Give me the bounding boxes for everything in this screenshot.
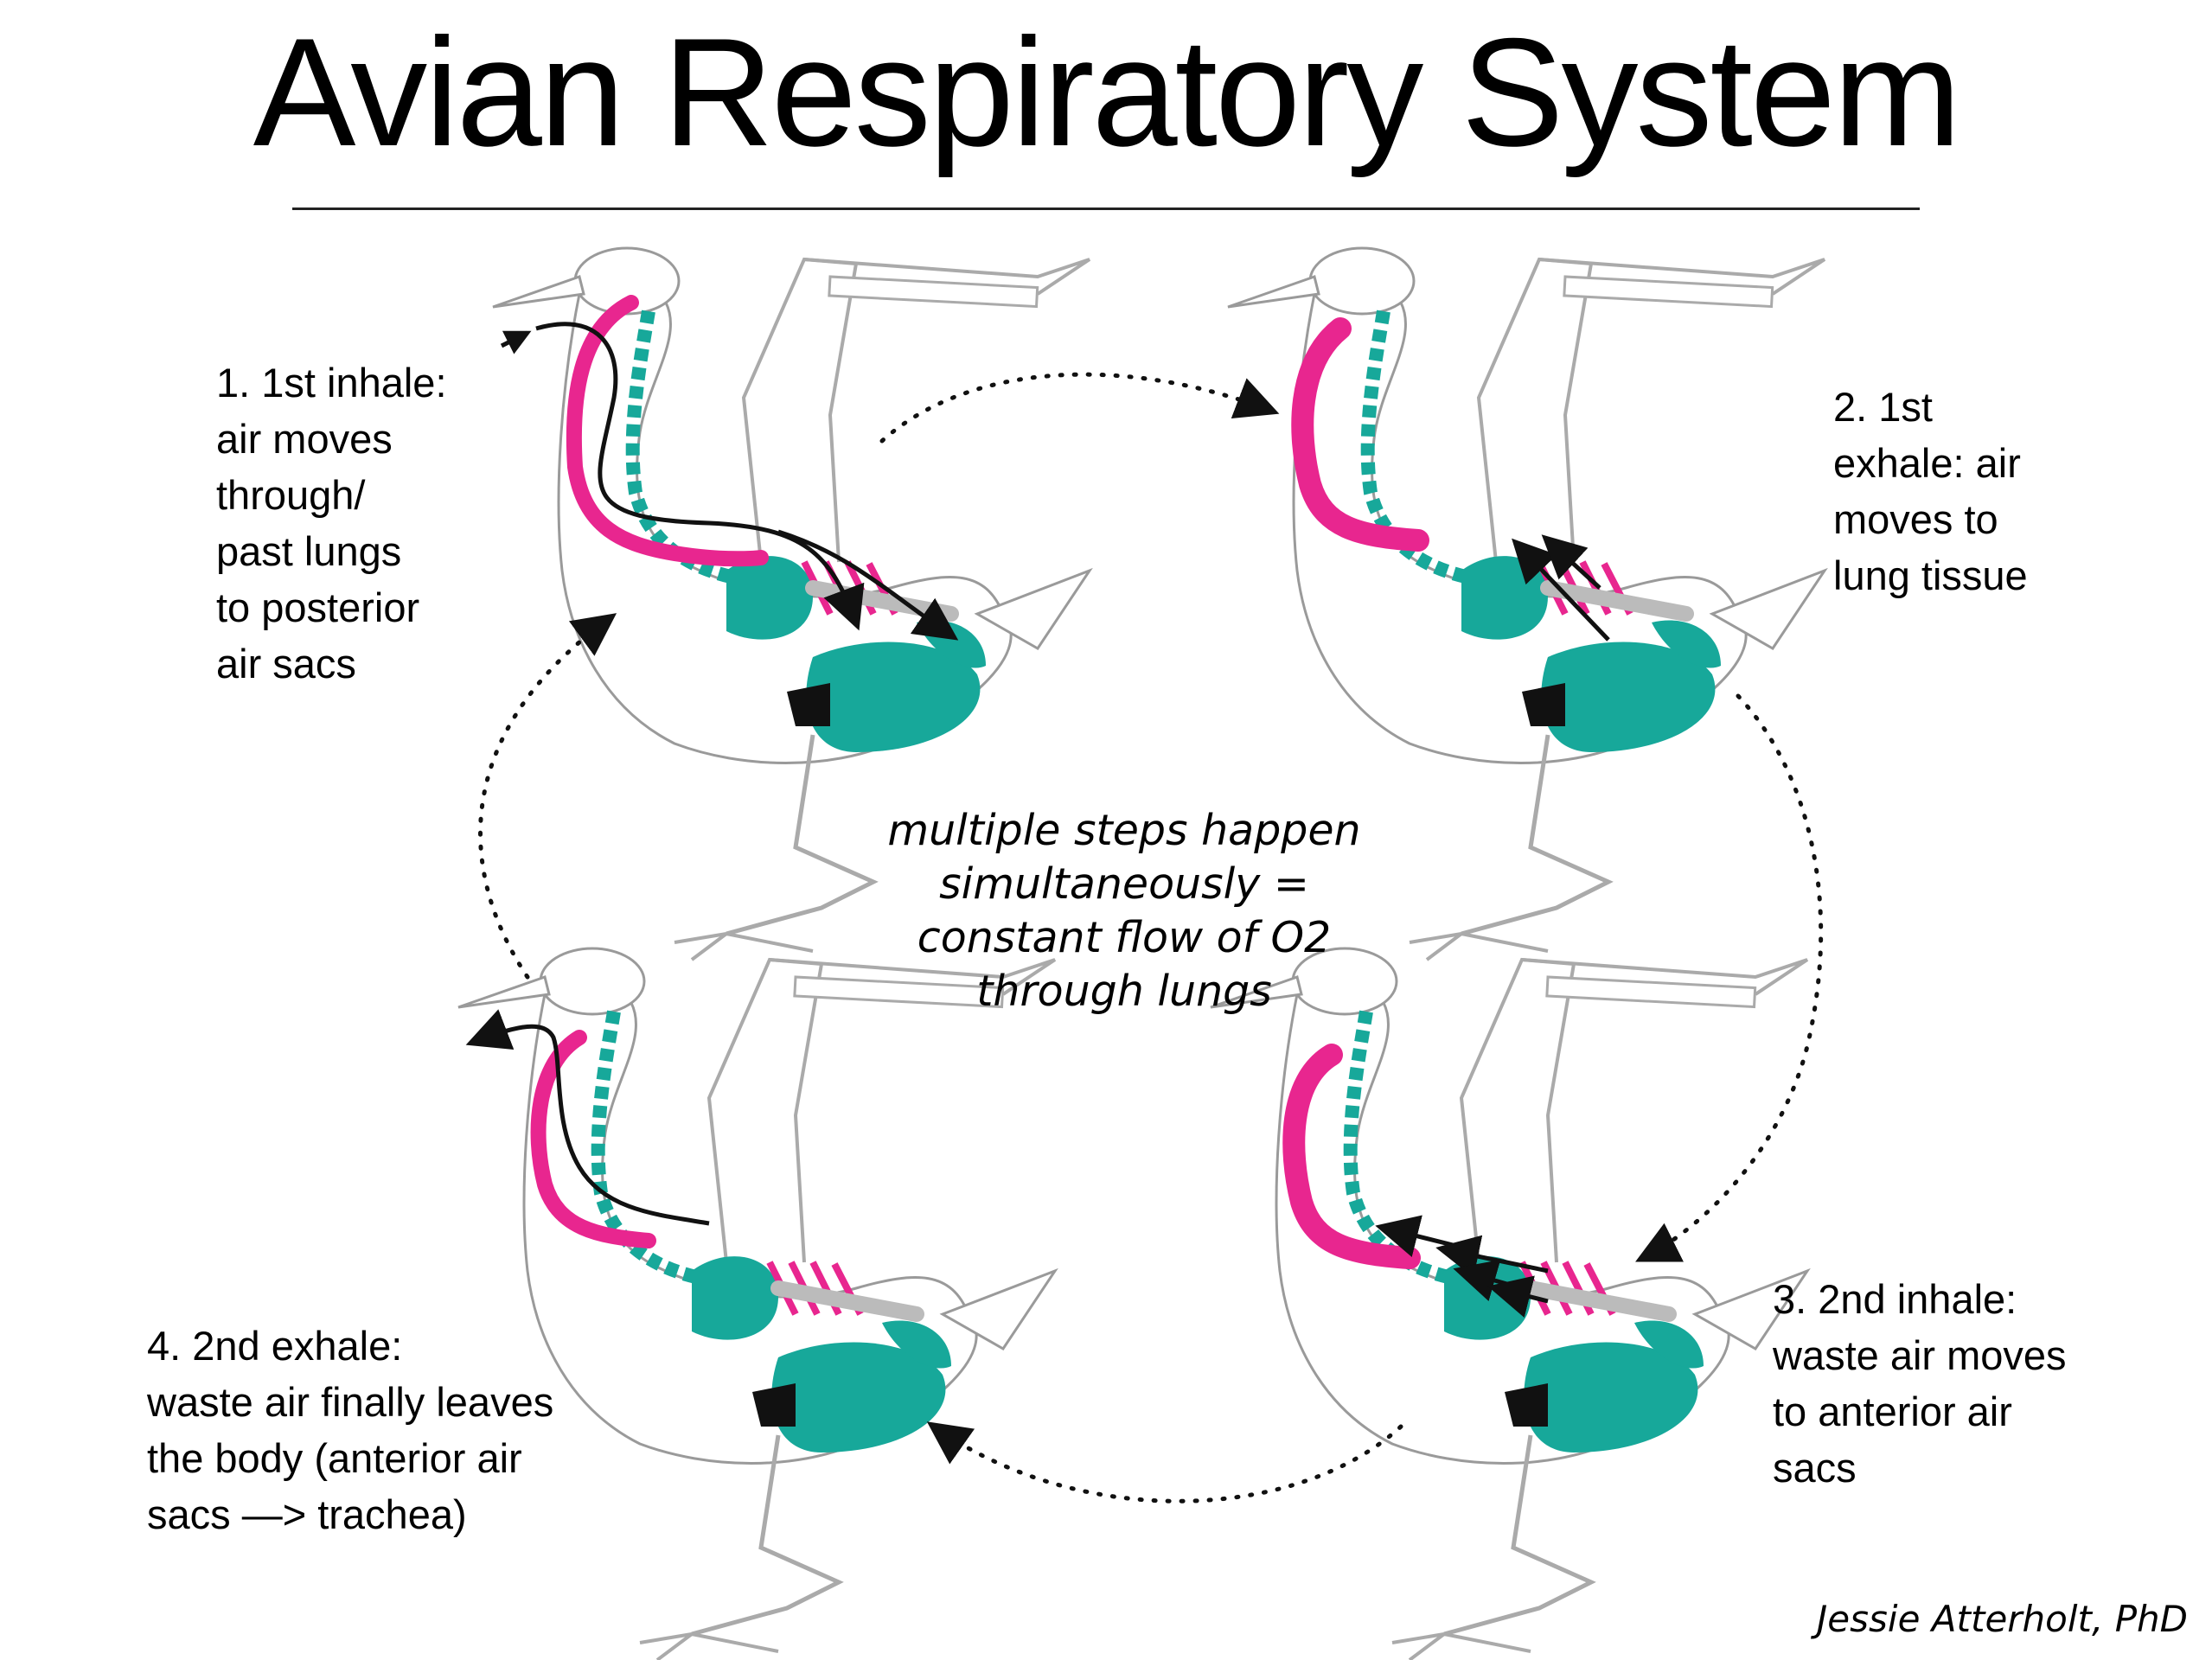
page-title: Avian Respiratory System [253, 6, 1961, 178]
bird-illustration-step1 [493, 248, 1090, 960]
bird-illustration-step2 [1228, 248, 1825, 960]
step-4-label: 4. 2nd exhale: waste air finally leaves … [147, 1323, 554, 1537]
cycle-arrow-4-to-1 [478, 613, 617, 980]
step-1-label: 1. 1st inhale: air moves through/ past l… [216, 360, 447, 686]
trachea [1291, 317, 1429, 552]
cycle-arrow-1-to-2 [879, 372, 1280, 444]
center-note: multiple steps happen simultaneously = c… [887, 806, 1361, 1016]
trachea [566, 295, 769, 567]
cycle-arrow-3-to-4 [926, 1421, 1403, 1504]
airflow-arrows-step2 [1512, 534, 1610, 642]
step-2-label: 2. 1st exhale: air moves to lung tissue [1833, 384, 2028, 598]
airflow-arrows-step3 [1375, 1215, 1549, 1318]
trachea [1282, 1044, 1421, 1269]
author-credit: Jessie Atterholt, PhD [1816, 1598, 2188, 1640]
bird-illustration-step3 [1211, 948, 1807, 1660]
cycle-arrows [478, 372, 1824, 1504]
trachea [530, 1030, 656, 1248]
bird-illustration-step4 [458, 948, 1055, 1660]
airflow-arrows-step1 [500, 322, 959, 641]
title-divider [292, 208, 1920, 210]
cycle-arrow-2-to-3 [1635, 693, 1824, 1262]
airflow-arrows-step4 [465, 1009, 710, 1226]
step-3-label: 3. 2nd inhale: waste air moves to anteri… [1773, 1276, 2067, 1491]
